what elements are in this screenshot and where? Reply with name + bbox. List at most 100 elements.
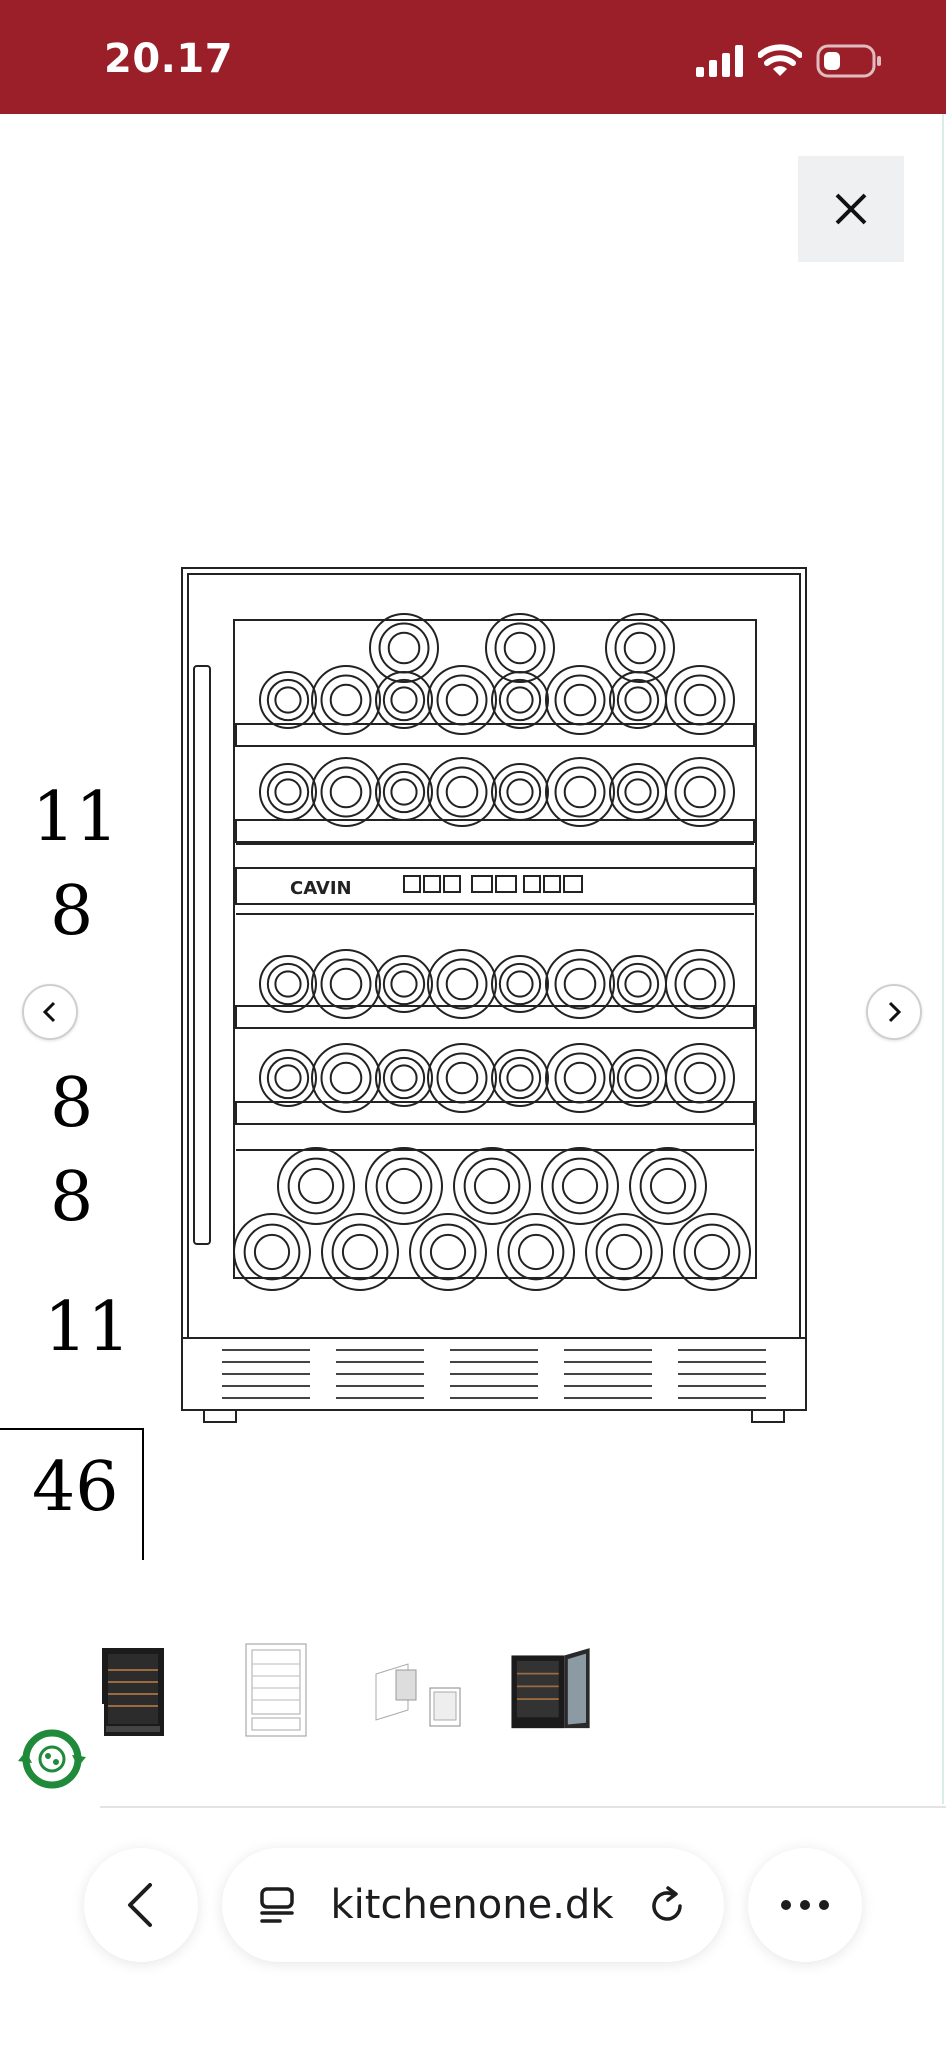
bottle-outline [311, 665, 381, 735]
more-icon [781, 1900, 829, 1910]
viewer-edge [942, 114, 944, 1804]
bottle-outline [259, 1049, 317, 1107]
bottle-outline [491, 1049, 549, 1107]
bottle-outline [463, 1157, 521, 1215]
bottle-outline [473, 1167, 511, 1205]
bottle-outline [266, 962, 310, 1006]
bottle-outline [639, 1157, 697, 1215]
thumbnail-front-photo[interactable] [82, 1640, 182, 1740]
bottle-outline [274, 778, 302, 806]
bottle-outline [616, 962, 660, 1006]
thumbnail-installation-sketch[interactable] [368, 1640, 468, 1740]
thumbnail-open-door-photo-image [511, 1648, 590, 1729]
bottle-outline [624, 1064, 652, 1092]
thumbnail-technical-drawing[interactable] [220, 1640, 320, 1740]
bottle-outline [375, 955, 433, 1013]
bottle-outline [341, 1233, 379, 1271]
bottle-outline [329, 775, 363, 809]
bottle-outline [649, 1167, 687, 1205]
cellular-signal-icon [696, 45, 743, 77]
browser-toolbar: kitchenone.dk [0, 1808, 946, 2047]
bottle-outline [390, 1064, 418, 1092]
chevron-right-icon [888, 1001, 902, 1023]
chevron-left-icon [42, 1001, 56, 1023]
recycle-support-icon [18, 1729, 86, 1789]
image-viewer[interactable]: CAVIN 11 8 8 8 11 46 [0, 114, 946, 1644]
bottle-outline [616, 1056, 660, 1100]
thumbnail-technical-drawing-image [245, 1643, 307, 1737]
bottle-outline [375, 1049, 433, 1107]
bottle-outline [266, 678, 310, 722]
bottle-outline [674, 766, 726, 818]
bottle-outline [585, 1213, 663, 1291]
bottle-outline [233, 1213, 311, 1291]
bottle-outline [369, 613, 439, 683]
previous-image-button[interactable] [22, 984, 78, 1040]
close-button[interactable] [798, 156, 904, 262]
bottle-outline [623, 631, 657, 665]
thumbnail-open-door-photo[interactable] [506, 1640, 606, 1740]
bottle-outline [491, 955, 549, 1013]
battery-icon [816, 44, 881, 78]
bottle-outline [665, 949, 735, 1019]
bottle-outline [497, 1213, 575, 1291]
bottle-outline [427, 1043, 497, 1113]
bottle-outline [445, 683, 479, 717]
bottle-outline [427, 949, 497, 1019]
bottle-outline [390, 686, 418, 714]
bottle-outline [329, 1061, 363, 1095]
bottom-divider [100, 1806, 946, 1808]
bottle-outline [554, 958, 606, 1010]
status-icons [696, 44, 882, 78]
bottle-outline [274, 970, 302, 998]
bottle-outline [554, 766, 606, 818]
status-bar: 20.17 [0, 0, 946, 114]
reload-icon[interactable] [646, 1884, 688, 1926]
bottle-outline [436, 958, 488, 1010]
bottle-outline [329, 967, 363, 1001]
bottle-outline [311, 949, 381, 1019]
bottle-outline [563, 775, 597, 809]
bottle-outline [320, 766, 372, 818]
bottle-outline [506, 778, 534, 806]
bottle-outline [498, 770, 542, 814]
bottle-outline [561, 1167, 599, 1205]
bottle-outline [595, 1223, 653, 1281]
shelf-count-1: 11 [32, 778, 119, 857]
bottle-outline [563, 1061, 597, 1095]
bottle-outline [382, 962, 426, 1006]
bottle-outline [320, 958, 372, 1010]
bottle-outline [329, 683, 363, 717]
bottle-outline [605, 613, 675, 683]
bottle-outline [629, 1147, 707, 1225]
address-bar[interactable]: kitchenone.dk [222, 1848, 724, 1962]
bottle-outline [673, 1213, 751, 1291]
bottle-outline [498, 678, 542, 722]
back-button[interactable] [84, 1848, 198, 1962]
bottle-outline [287, 1157, 345, 1215]
bottle-outline [545, 1043, 615, 1113]
support-chat-badge[interactable] [0, 1704, 104, 1814]
bottle-outline [503, 631, 537, 665]
bottle-outline [545, 665, 615, 735]
thumbnail-front-photo-image [102, 1648, 164, 1736]
bottle-outline [494, 622, 546, 674]
bottle-outline [390, 778, 418, 806]
bottle-outline [320, 674, 372, 726]
bottle-outline [674, 674, 726, 726]
url-text: kitchenone.dk [330, 1882, 614, 1928]
bottle-outline [683, 967, 717, 1001]
bottle-outline [259, 955, 317, 1013]
bottle-outline [375, 763, 433, 821]
bottle-outline [436, 674, 488, 726]
bottle-outline [683, 683, 717, 717]
bottle-outline [320, 1052, 372, 1104]
bottle-outline [266, 1056, 310, 1100]
next-image-button[interactable] [866, 984, 922, 1040]
bottle-outline [365, 1147, 443, 1225]
bottle-outline [616, 770, 660, 814]
more-button[interactable] [748, 1848, 862, 1962]
bottle-outline [563, 683, 597, 717]
bottle-outline [436, 766, 488, 818]
bottle-outline [624, 686, 652, 714]
